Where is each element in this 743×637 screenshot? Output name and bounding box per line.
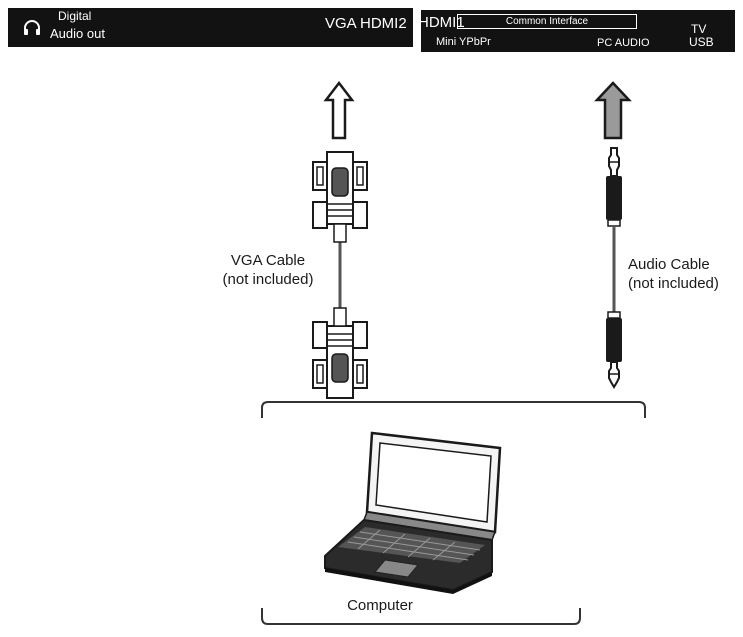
mini-ypbpr-label: Mini YPbPr [436,36,491,48]
computer-bottom-bracket [261,608,581,625]
vga-cable-label-line1: VGA Cable [230,252,306,269]
port-panel-right: HDMI1 Common Interface Mini YPbPr PC AUD… [418,10,735,52]
vga-cable-label-line2: (not included) [222,271,314,288]
vga-port-label: VGA [325,15,357,32]
audio-cable-label: Audio Cable (not included) [628,255,740,293]
computer-label: Computer [347,597,413,614]
vga-cable-label: VGA Cable (not included) [208,251,328,289]
hdmi1-port-label: HDMI1 [418,14,465,31]
audio-plug-top [606,147,622,227]
vga-plug-top [312,151,368,243]
audio-cable-label-line1: Audio Cable [628,256,710,273]
tv-label: TV [691,22,707,36]
hdmi2-port-label: HDMI2 [360,15,407,32]
laptop-icon [324,431,502,594]
digital-audio-label-line2: Audio out [50,26,105,41]
digital-audio-label: Digital [58,9,92,23]
pc-audio-label: PC AUDIO [597,37,650,49]
vga-plug-bottom [312,307,368,399]
usb-label: USB [689,35,714,49]
computer-top-bracket [261,401,646,418]
vga-up-arrow [323,80,355,140]
audio-plug-bottom [606,311,622,389]
audio-up-arrow [594,81,632,140]
common-interface-label: Common Interface [505,16,589,27]
audio-cable-label-line2: (not included) [628,275,719,292]
port-panel-left: Digital Audio out VGA HDMI2 [8,8,413,47]
common-interface-slot: Common Interface [457,14,637,29]
headphone-icon [24,20,40,35]
